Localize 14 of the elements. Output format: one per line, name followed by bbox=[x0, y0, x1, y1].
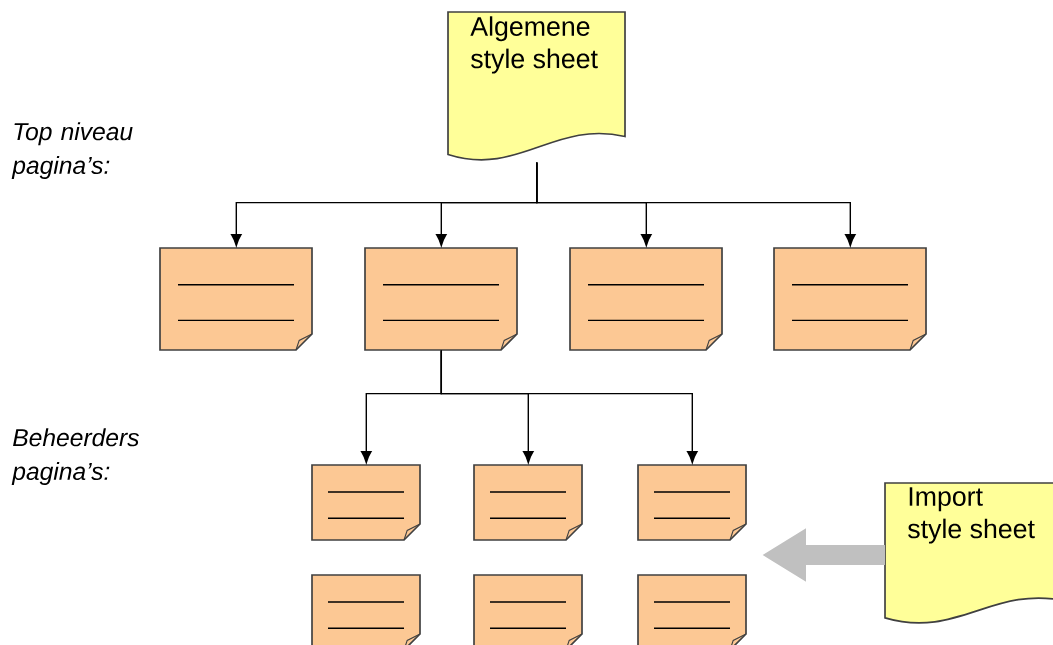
side-label: Beheerders pagina’s: bbox=[11, 428, 139, 485]
page-box bbox=[473, 574, 583, 645]
page-box bbox=[311, 464, 421, 541]
page-box bbox=[637, 574, 747, 645]
arrow bbox=[536, 161, 856, 247]
page-box bbox=[637, 464, 747, 541]
page-box bbox=[364, 247, 518, 351]
page-box bbox=[159, 247, 313, 351]
arrow bbox=[440, 349, 698, 464]
side-label: Top niveau pagina’s: bbox=[11, 122, 133, 179]
page-box bbox=[569, 247, 723, 351]
page-box bbox=[773, 247, 927, 351]
page-box bbox=[311, 574, 421, 645]
page-box bbox=[473, 464, 583, 541]
